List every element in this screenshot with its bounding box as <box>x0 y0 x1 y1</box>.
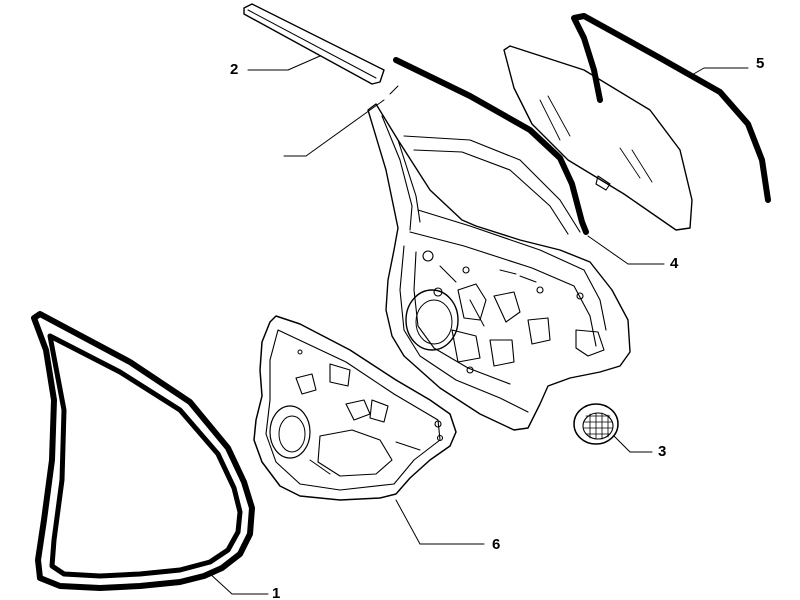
callout-1: 1 <box>272 585 280 600</box>
callout-6: 6 <box>492 536 500 553</box>
leader-lines <box>207 55 749 595</box>
callout-2: 2 <box>230 61 238 78</box>
leader-line-6 <box>395 499 485 545</box>
callout-5: 5 <box>756 55 764 72</box>
leader-line-1 <box>207 571 269 595</box>
belt-seal-part-4 <box>393 57 589 235</box>
window-glass <box>503 45 693 231</box>
leader-line-4 <box>587 235 665 265</box>
leader-line-2 <box>247 55 321 71</box>
speaker-grille-part-3 <box>573 403 619 445</box>
leader-line-2b <box>283 85 399 157</box>
leader-line-3 <box>613 435 653 453</box>
door-seal-part-1 <box>31 311 255 591</box>
callout-4: 4 <box>670 255 679 272</box>
door-shell <box>367 103 631 431</box>
door-trim-panel-part-6 <box>253 315 457 501</box>
belt-strip-part-2 <box>243 3 385 85</box>
callout-3: 3 <box>658 443 666 460</box>
window-channel-part-5 <box>571 13 771 203</box>
leader-line-5 <box>689 67 749 77</box>
